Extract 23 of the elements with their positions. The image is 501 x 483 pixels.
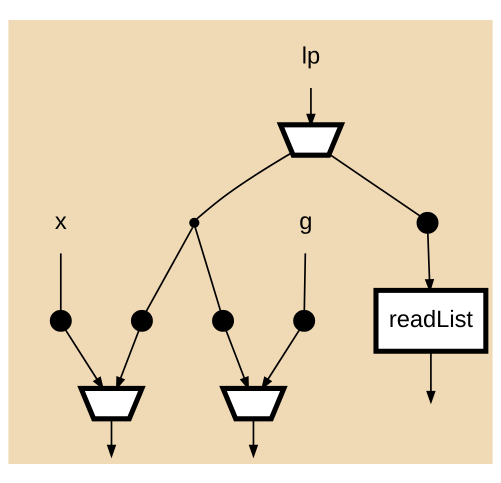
node-trapezoid: [77, 385, 146, 421]
node-text: g: [299, 208, 312, 235]
node-box: readList: [373, 287, 488, 354]
node-text: x: [54, 208, 67, 235]
node-dot: [189, 217, 200, 228]
arrow: [306, 88, 316, 127]
arrow: [426, 351, 436, 404]
node-circle: [212, 309, 234, 332]
node-circle: [50, 309, 72, 332]
connector: [329, 153, 420, 216]
node-text: lp: [302, 42, 320, 69]
node-circle: [130, 309, 153, 332]
node-circle: [293, 309, 316, 332]
connector: [60, 252, 62, 310]
node-trapezoid: [276, 122, 346, 158]
connector: [194, 226, 222, 311]
node-circle: [416, 211, 439, 234]
connector: [303, 252, 306, 310]
arrow: [106, 418, 116, 458]
connector: [196, 152, 292, 220]
connector: [145, 226, 194, 312]
node-trapezoid: [219, 385, 288, 421]
arrow: [248, 418, 258, 458]
